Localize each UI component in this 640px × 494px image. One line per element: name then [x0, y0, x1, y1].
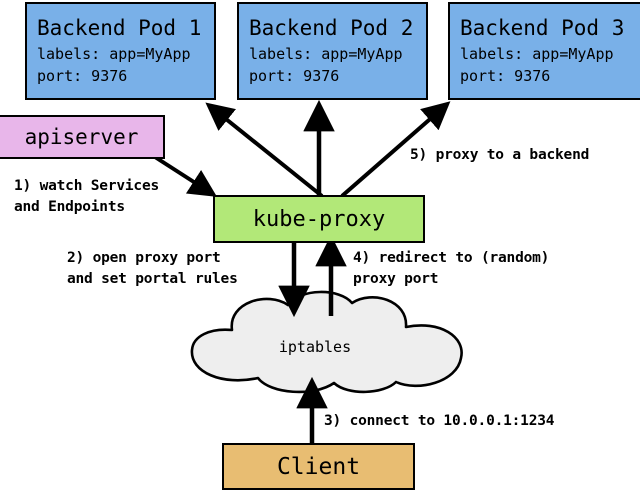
backend-pod-2-title: Backend Pod 2: [249, 16, 414, 40]
backend-pod-3-labels: labels: app=MyApp: [460, 45, 614, 63]
step-4-line-2: proxy port: [353, 271, 439, 287]
step-3-label: 3) connect to 10.0.0.1:1234: [324, 411, 555, 432]
step-4-line-1: 4) redirect to (random): [353, 250, 550, 266]
arrow-kubeproxy-to-pod3: [340, 101, 451, 198]
backend-pod-3-title: Backend Pod 3: [460, 16, 625, 40]
arrow-kubeproxy-to-pod1: [205, 102, 324, 198]
apiserver-box[interactable]: apiserver: [0, 115, 165, 159]
backend-pod-2-details: labels: app=MyApp port: 9376: [249, 43, 426, 87]
step-1-line-1: 1) watch Services: [14, 178, 160, 194]
kube-proxy-box[interactable]: kube-proxy: [213, 195, 425, 243]
backend-pod-1-title: Backend Pod 1: [37, 16, 202, 40]
step-3-line-1: 3) connect to 10.0.0.1:1234: [324, 413, 555, 429]
step-5-line-1: 5) proxy to a backend: [410, 147, 590, 163]
arrow-apiserver-to-kubeproxy: [153, 155, 218, 197]
step-5-label: 5) proxy to a backend: [410, 145, 589, 166]
backend-pod-1-details: labels: app=MyApp port: 9376: [37, 43, 214, 87]
client-box[interactable]: Client: [222, 443, 415, 490]
step-4-label: 4) redirect to (random) proxy port: [353, 248, 549, 290]
step-1-label: 1) watch Services and Endpoints: [14, 176, 159, 218]
step-2-line-1: 2) open proxy port: [67, 250, 221, 266]
backend-pod-1-box[interactable]: Backend Pod 1 labels: app=MyApp port: 93…: [25, 2, 216, 100]
client-label: Client: [276, 453, 361, 480]
iptables-label: iptables: [278, 338, 352, 356]
backend-pod-3-details: labels: app=MyApp port: 9376: [460, 43, 640, 87]
step-1-line-2: and Endpoints: [14, 199, 125, 215]
step-2-line-2: and set portal rules: [67, 271, 238, 287]
backend-pod-1-labels: labels: app=MyApp: [37, 45, 191, 63]
backend-pod-2-port: port: 9376: [249, 67, 340, 85]
backend-pod-2-labels: labels: app=MyApp: [249, 45, 403, 63]
apiserver-label: apiserver: [24, 125, 139, 149]
step-2-label: 2) open proxy port and set portal rules: [67, 248, 238, 290]
kube-proxy-label: kube-proxy: [252, 206, 386, 232]
backend-pod-2-box[interactable]: Backend Pod 2 labels: app=MyApp port: 93…: [237, 2, 428, 100]
backend-pod-3-box[interactable]: Backend Pod 3 labels: app=MyApp port: 93…: [448, 2, 640, 100]
backend-pod-3-port: port: 9376: [460, 67, 551, 85]
backend-pod-1-port: port: 9376: [37, 67, 128, 85]
iptables-cloud-shape: [190, 290, 463, 394]
